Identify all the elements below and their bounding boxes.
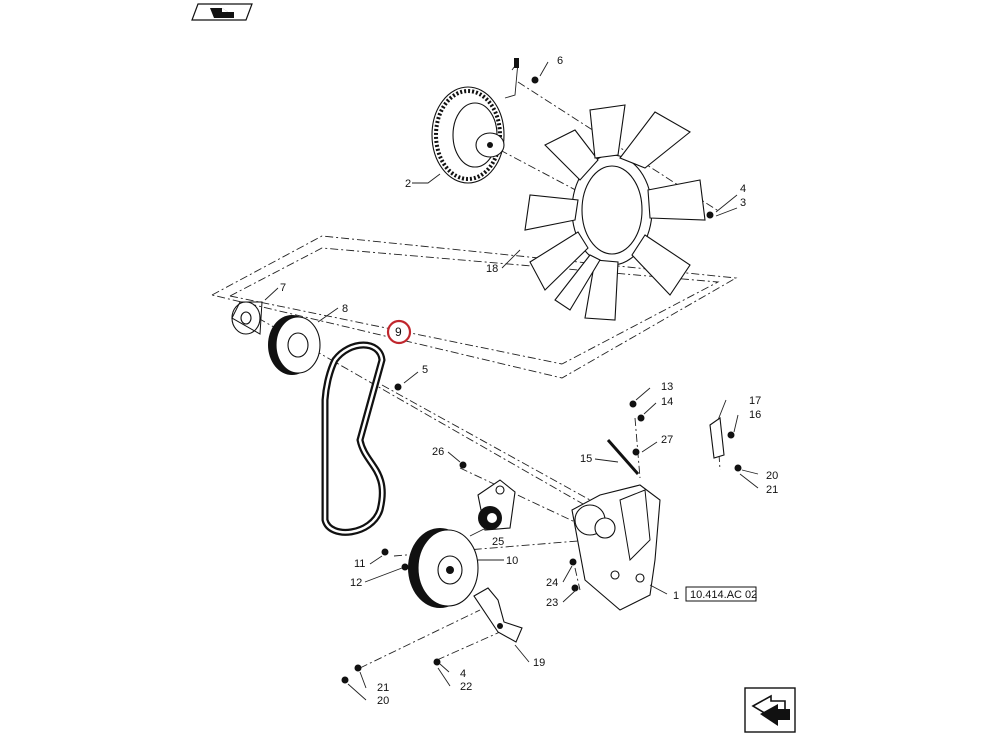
callout-17[interactable]: 17: [749, 395, 761, 407]
tensioner-part: [477, 479, 516, 531]
callout-3[interactable]: 3: [740, 197, 746, 209]
next-page-button[interactable]: [744, 687, 796, 733]
small-bracket-part: [709, 417, 725, 459]
prev-page-button[interactable]: [191, 3, 253, 21]
callout-19[interactable]: 19: [533, 657, 545, 669]
fan-clutch-part: [431, 58, 519, 184]
callout-7[interactable]: 7: [280, 282, 286, 294]
support-rod-part: [606, 439, 640, 475]
callout-5[interactable]: 5: [422, 364, 428, 376]
assembly-dashed-frame: [211, 235, 738, 379]
support-bracket-part: [571, 484, 661, 611]
callout-25[interactable]: 25: [492, 536, 504, 548]
hub-part: [231, 301, 263, 335]
callout-21[interactable]: 21: [766, 484, 778, 496]
drive-belt-part: [321, 341, 386, 536]
callout-8[interactable]: 8: [342, 303, 348, 315]
callout-23[interactable]: 23: [546, 597, 558, 609]
callout-22[interactable]: 22: [460, 681, 472, 693]
callout-11[interactable]: 11: [354, 558, 365, 570]
callout-27[interactable]: 27: [661, 434, 673, 446]
fasteners: [341, 76, 742, 684]
forward-arrow-icon: [751, 694, 790, 726]
callout-18[interactable]: 18: [486, 263, 498, 275]
leader-lines: [264, 61, 759, 701]
reference-code: 10.414.AC 02: [690, 589, 757, 601]
mounting-plate-part: [473, 587, 523, 643]
callout-13[interactable]: 13: [661, 381, 673, 393]
callout-16[interactable]: 16: [749, 409, 761, 421]
callout-26[interactable]: 26: [432, 446, 444, 458]
callout-12[interactable]: 12: [350, 577, 362, 589]
callout-1[interactable]: 1: [673, 590, 679, 602]
callout-20[interactable]: 20: [377, 695, 389, 707]
callout-24[interactable]: 24: [546, 577, 558, 589]
callout-6[interactable]: 6: [557, 55, 563, 67]
callout-labels: 1 2 3 4 4 5 6 7 8 9 10 11 12 13 14 15 16…: [280, 55, 778, 707]
callout-4[interactable]: 4: [460, 668, 466, 680]
callout-4[interactable]: 4: [740, 183, 746, 195]
callout-2[interactable]: 2: [405, 178, 411, 190]
callout-10[interactable]: 10: [506, 555, 518, 567]
fan-part: [524, 104, 706, 321]
crank-pulley-part: [408, 528, 479, 608]
callout-20[interactable]: 20: [766, 470, 778, 482]
pulley-part: [268, 315, 321, 375]
callout-9[interactable]: 9: [395, 325, 402, 339]
callout-21[interactable]: 21: [377, 682, 389, 694]
highlighted-callout-9[interactable]: [386, 319, 412, 345]
callout-14[interactable]: 14: [661, 396, 673, 408]
callout-15[interactable]: 15: [580, 453, 592, 465]
back-arrow-icon: [210, 8, 234, 18]
reference-link[interactable]: 10.414.AC 02: [685, 586, 757, 602]
